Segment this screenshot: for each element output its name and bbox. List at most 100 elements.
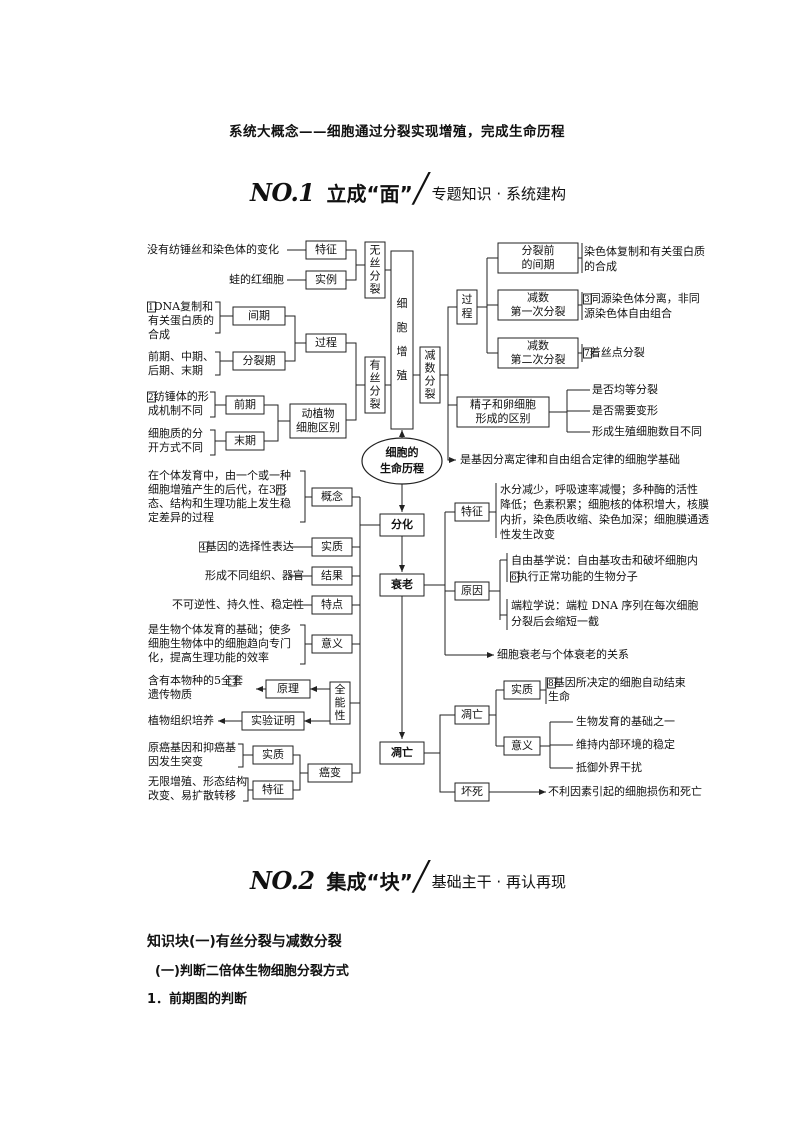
meiosis-box-label: 数 [425, 362, 436, 375]
meiosis-1-detail-text: 3同源染色体分离，非同 [584, 291, 700, 305]
blank-number: 8 [548, 679, 554, 689]
division-phase-text: 后期、末期 [148, 363, 203, 377]
meiosis-1-box-label: 第一次分裂 [511, 304, 566, 318]
telomere-text: 端粒学说：端粒 DNA 序列在每次细胞 [511, 598, 698, 612]
cell-proliferation-box-label: 殖 [397, 369, 408, 382]
section-subtitle: 专题知识 · 系统建构 [431, 185, 566, 203]
center-label: 生命历程 [380, 461, 424, 475]
brace [210, 391, 216, 418]
cancer-essence-text: 原癌基因和抑癌基 [148, 740, 236, 754]
item-heading: 1．前期图的判断 [147, 992, 248, 1007]
center-label: 细胞的 [386, 445, 419, 459]
aging-box-label: 衰老 [390, 577, 413, 591]
amitosis-feature-text: 没有纺锤丝和染色体的变化 [147, 242, 279, 256]
blank-number-box [276, 484, 285, 496]
meiosis-process-box-label: 过 [462, 293, 473, 306]
connector-line [352, 703, 361, 774]
meiosis-box-label: 减 [425, 349, 436, 362]
significance-text: 化，提高生理功能的效率 [148, 650, 269, 664]
brace [346, 249, 357, 281]
cell-proliferation-box-label: 胞 [397, 321, 408, 334]
prophase-text: 成机制不同 [148, 403, 203, 417]
experiment-box-label: 实验证明 [251, 713, 295, 727]
brace [293, 754, 301, 791]
principle-text: 含有本物种的5全套 [148, 673, 243, 687]
section-name: 立成“面” [326, 182, 413, 206]
section-number: NO.1 [250, 178, 315, 207]
brace [300, 470, 306, 523]
blank-number: 7 [584, 349, 590, 359]
interphase-text: 有关蛋白质的 [148, 313, 214, 327]
concept-text: 定差异的过程 [148, 510, 214, 524]
section-name: 集成“块” [326, 870, 413, 894]
aging-relation-text: 细胞衰老与个体衰老的关系 [497, 647, 629, 661]
connector-line [439, 753, 455, 793]
plant-animal-diff-box-label: 细胞区别 [296, 421, 340, 434]
section-number: NO.2 [250, 866, 315, 895]
cell-proliferation-box-label: 细 [397, 297, 408, 310]
mitosis-box-label: 分 [370, 385, 381, 398]
blank-number-box [583, 347, 592, 359]
cancer-feature-text: 无限增殖、形态结构 [148, 774, 247, 788]
division-phase-text: 前期、中期、 [148, 349, 214, 363]
apoptosis-essence-text: 生命 [548, 689, 570, 703]
pre-division-interphase-box-label: 的间期 [522, 257, 555, 271]
interphase-detail-text: 的合成 [584, 259, 617, 273]
cancer-essence-text: 因发生突变 [148, 754, 203, 768]
process-box-label: 过程 [315, 336, 337, 349]
mitosis-box-label: 有 [370, 358, 381, 372]
amitosis-box-label: 分 [370, 270, 381, 283]
brace [264, 404, 279, 442]
totipotency-box-label: 能 [335, 695, 346, 709]
significance-text: 细胞生物体中的细胞趋向专门 [148, 636, 291, 650]
blank-number: 4 [200, 543, 206, 553]
cancer-feature-text: 改变、易扩散转移 [148, 788, 236, 802]
essence-text: 4基因的选择性表达 [200, 539, 294, 553]
blank-number-box [547, 677, 556, 689]
prophase-text: 2纺锤体的形 [148, 389, 209, 403]
interphase-detail-text: 染色体复制和有关蛋白质 [584, 244, 705, 258]
free-radical-text: 6执行正常功能的生物分子 [511, 569, 638, 583]
aging-feature-text: 降低；色素积累；细胞核的体积增大，核膜 [500, 497, 709, 511]
interphase-text: 合成 [148, 327, 170, 341]
blank-number-box [510, 571, 519, 583]
connector-line [447, 405, 456, 463]
cancer-feature-box-label: 特征 [262, 782, 284, 796]
mind-map: 细胞增殖细胞的生命历程分化衰老凋亡无丝分裂特征没有纺锤丝和染色体的变化实例蛙的红… [147, 240, 709, 802]
aging-feature-text: 性发生改变 [500, 527, 555, 541]
amitosis-example-text: 蛙的红细胞 [229, 272, 284, 286]
aging-feature-box-label: 特征 [461, 504, 483, 518]
aging-cause-box-label: 原因 [461, 584, 483, 597]
telophase-box-label: 末期 [234, 433, 256, 447]
section-divider: ╱ [412, 860, 430, 893]
blank-number-box [147, 391, 156, 403]
brace [215, 351, 221, 376]
subsection-heading: (一)判断二倍体生物细胞分裂方式 [155, 964, 349, 979]
meiosis-2-detail-text: 7着丝点分裂 [584, 345, 645, 359]
interphase-text: 1DNA复制和 [148, 299, 213, 313]
meiosis-process-box-label: 程 [462, 307, 473, 320]
knowledge-block-heading: 知识块(一)有丝分裂与减数分裂 [147, 934, 342, 950]
amitosis-example-box-label: 实例 [315, 272, 337, 286]
totipotency-box-label: 性 [335, 708, 346, 722]
principle-text: 遗传物质 [148, 687, 192, 701]
concept-text: 在个体发育中，由一个或一种 [148, 468, 291, 482]
blank-number-box [199, 541, 208, 553]
apoptosis-sub-box-label: 凋亡 [461, 707, 483, 721]
meiosis-2-box-label: 减数 [527, 339, 549, 352]
division-phase-box-label: 分裂期 [243, 354, 276, 367]
concept-text: 态、结构和生理功能上发生稳 [148, 496, 291, 510]
section-divider: ╱ [412, 172, 430, 205]
amitosis-box-label: 无 [370, 244, 381, 257]
meiosis-box-label: 分 [425, 375, 436, 388]
cell-proliferation-box [390, 250, 414, 430]
plant-animal-diff-box-label: 动植物 [302, 406, 335, 420]
blank-number: 1 [148, 303, 154, 313]
meiosis-1-box-label: 减数 [527, 291, 549, 304]
necrosis-box-label: 坏死 [461, 785, 483, 798]
pre-division-interphase-box [497, 242, 579, 274]
gamete-diff-item: 形成生殖细胞数目不同 [592, 424, 702, 438]
apoptosis-significance-box-label: 意义 [511, 738, 533, 752]
section-header-2: NO.2 集成“块” ╱ 基础主干 · 再认再现 [250, 860, 566, 896]
brace [238, 743, 244, 768]
